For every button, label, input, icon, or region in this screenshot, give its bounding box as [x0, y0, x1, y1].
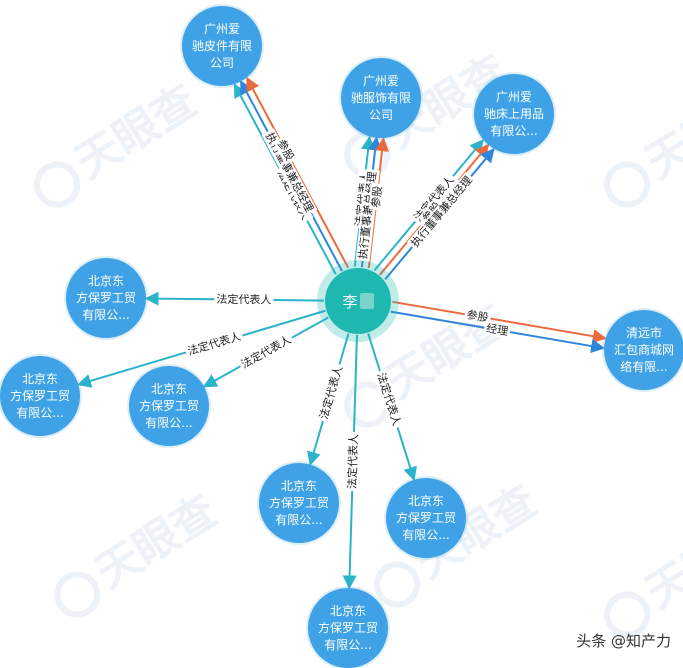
- edge-label-legal_rep-n8: 法定代表人: [373, 369, 405, 430]
- edge-label-manager-n10: 经理: [483, 320, 512, 340]
- edge-label-background: [261, 128, 318, 217]
- edge-label-legal_rep-n7: 法定代表人: [316, 362, 347, 423]
- company-node-aichi-bedding[interactable]: 广州爱 驰床上用品 有限公...: [474, 74, 554, 154]
- edge-label-text: 经理: [485, 322, 509, 339]
- company-node-beijing-paul-5[interactable]: 北京东 方保罗工贸 有限公...: [386, 478, 466, 558]
- edge-label-legal_rep-n9: 法定代表人: [345, 431, 361, 492]
- edge-label-text: 法定代表人: [374, 371, 404, 428]
- edge-label-legal_rep-n4: 法定代表人: [214, 292, 274, 307]
- edge-label-text: 法定代表人: [345, 434, 361, 489]
- edge-label-text: 法定代表人: [238, 332, 293, 371]
- company-node-qingyuan-huibao[interactable]: 清远市 汇包商城网 络有限...: [604, 310, 683, 390]
- edge-label-background: [236, 331, 296, 373]
- edge-label-text: 参股: [466, 307, 490, 325]
- footer-credit: 头条 @知产力: [576, 632, 671, 650]
- edge-label-text: 参股: [368, 185, 384, 208]
- center-person-name: 李: [342, 292, 358, 311]
- edge-shareholder-n10: [392, 300, 607, 344]
- edge-label-background: [368, 183, 386, 211]
- company-node-beijing-paul-2[interactable]: 北京东 方保罗工贸 有限公...: [0, 356, 80, 436]
- edge-label-legal_rep-n5: 法定代表人: [183, 328, 245, 360]
- company-node-beijing-paul-6[interactable]: 北京东 方保罗工贸 有限公...: [308, 588, 388, 668]
- redacted-name-mask: [359, 293, 374, 309]
- edge-label-background: [406, 171, 477, 252]
- center-person-node[interactable]: 李: [325, 268, 391, 334]
- edge-label-shareholder-n2: 参股: [368, 183, 386, 211]
- edge-shareholder-n1: [246, 76, 350, 269]
- edge-label-background: [373, 369, 405, 430]
- edge-label-background: [214, 292, 274, 307]
- edge-label-shareholder-n10: 参股: [463, 307, 492, 326]
- company-node-beijing-paul-3[interactable]: 北京东 方保罗工贸 有限公...: [129, 366, 209, 446]
- edge-label-background: [316, 362, 347, 423]
- edge-label-background: [273, 135, 298, 165]
- edge-label-background: [183, 328, 245, 360]
- company-node-aichi-leather[interactable]: 广州爱 驰皮件有限 公司: [182, 6, 262, 86]
- company-node-aichi-apparel[interactable]: 广州爱 驰服饰有限 公司: [341, 58, 421, 138]
- edge-label-text: 法定代表人: [216, 292, 271, 307]
- edge-label-background: [483, 320, 512, 340]
- edge-label-exec_director_gm-n1: 执行董事兼总经理: [261, 128, 318, 217]
- edge-label-legal_rep-n6: 法定代表人: [236, 331, 296, 373]
- edge-label-text: 法定代表人: [186, 329, 243, 358]
- company-node-beijing-paul-1[interactable]: 北京东 方保罗工贸 有限公...: [66, 258, 146, 338]
- edge-label-background: [345, 431, 361, 492]
- edge-label-text: 法定代表人: [316, 364, 345, 421]
- edge-label-background: [463, 307, 492, 326]
- company-node-beijing-paul-4[interactable]: 北京东 方保罗工贸 有限公...: [259, 463, 339, 543]
